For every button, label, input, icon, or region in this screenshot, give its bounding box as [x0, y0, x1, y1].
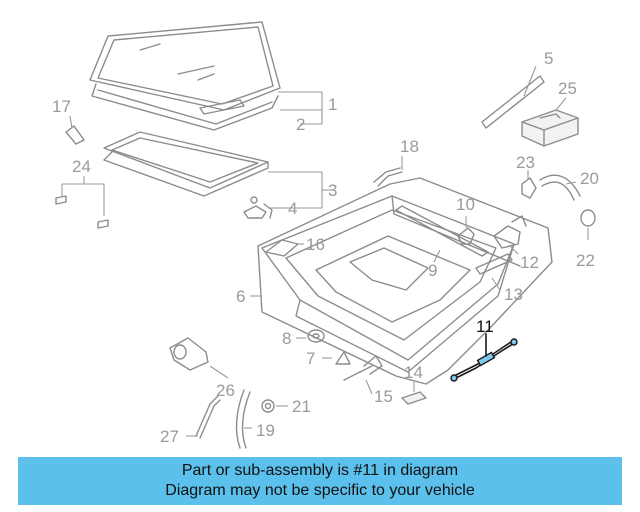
callout-26: 26	[216, 381, 235, 400]
callout-2: 2	[296, 115, 305, 134]
callout-24: 24	[72, 157, 91, 176]
parts-diagram: 1 2 3 4 5 6 7 8 9 10 11 12 13 14 15 16 1…	[52, 21, 599, 449]
callout-19: 19	[256, 421, 275, 440]
rod-part	[481, 75, 545, 129]
grommet-part	[307, 329, 325, 343]
banner-line-1: Part or sub-assembly is #11 in diagram	[181, 462, 459, 479]
frame-assembly-part	[257, 177, 553, 385]
highlighted-part-11	[450, 333, 518, 382]
leader-lines	[61, 65, 589, 437]
callout-12: 12	[520, 253, 539, 272]
hose-19-part	[235, 389, 251, 449]
side-rail-part	[475, 253, 513, 275]
fitting-23-part	[521, 177, 537, 199]
clip-17-part	[65, 125, 85, 145]
callout-9: 9	[428, 261, 437, 280]
callout-22: 22	[576, 251, 595, 270]
callout-14: 14	[404, 363, 423, 382]
callout-labels: 1 2 3 4 5 6 7 8 9 10 11 12 13 14 15 16 1…	[52, 49, 599, 446]
info-banner: Part or sub-assembly is #11 in diagram D…	[18, 457, 622, 505]
callout-25: 25	[558, 79, 577, 98]
callout-15: 15	[374, 387, 393, 406]
cap-22-part	[580, 209, 596, 227]
hose-20-part	[539, 174, 581, 201]
glass-panel-part	[89, 21, 281, 115]
sunshade-frame-part	[103, 131, 269, 197]
hose-27-part	[195, 395, 221, 439]
callout-23: 23	[516, 153, 535, 172]
clip-7-part	[335, 351, 351, 365]
callout-27: 27	[160, 427, 179, 446]
seal-part	[91, 83, 279, 131]
motor-26-part	[169, 337, 209, 371]
callout-10: 10	[456, 195, 475, 214]
callout-7: 7	[306, 349, 315, 368]
bracket-part	[243, 196, 273, 219]
callout-13: 13	[504, 285, 523, 304]
stopper-24-part	[55, 195, 109, 229]
callout-6: 6	[236, 287, 245, 306]
callout-5: 5	[544, 49, 553, 68]
nut-21-part	[261, 399, 275, 413]
callout-4: 4	[288, 199, 297, 218]
callout-1: 1	[328, 95, 337, 114]
banner-line-2: Diagram may not be specific to your vehi…	[165, 482, 475, 499]
motor-bracket-part	[493, 215, 527, 249]
guide-part	[395, 205, 489, 257]
callout-21: 21	[292, 397, 311, 416]
callout-3: 3	[328, 181, 337, 200]
callout-18: 18	[400, 137, 419, 156]
callout-17: 17	[52, 97, 71, 116]
clip-part	[457, 227, 475, 245]
callout-8: 8	[282, 329, 291, 348]
kit-box-part	[521, 109, 579, 147]
pad-14-part	[401, 391, 427, 405]
callout-16: 16	[306, 235, 325, 254]
rail-part	[265, 239, 299, 257]
callout-20: 20	[580, 169, 599, 188]
bolt-15-part	[343, 355, 383, 381]
hose-18-part	[373, 167, 403, 187]
callout-11: 11	[476, 317, 494, 336]
